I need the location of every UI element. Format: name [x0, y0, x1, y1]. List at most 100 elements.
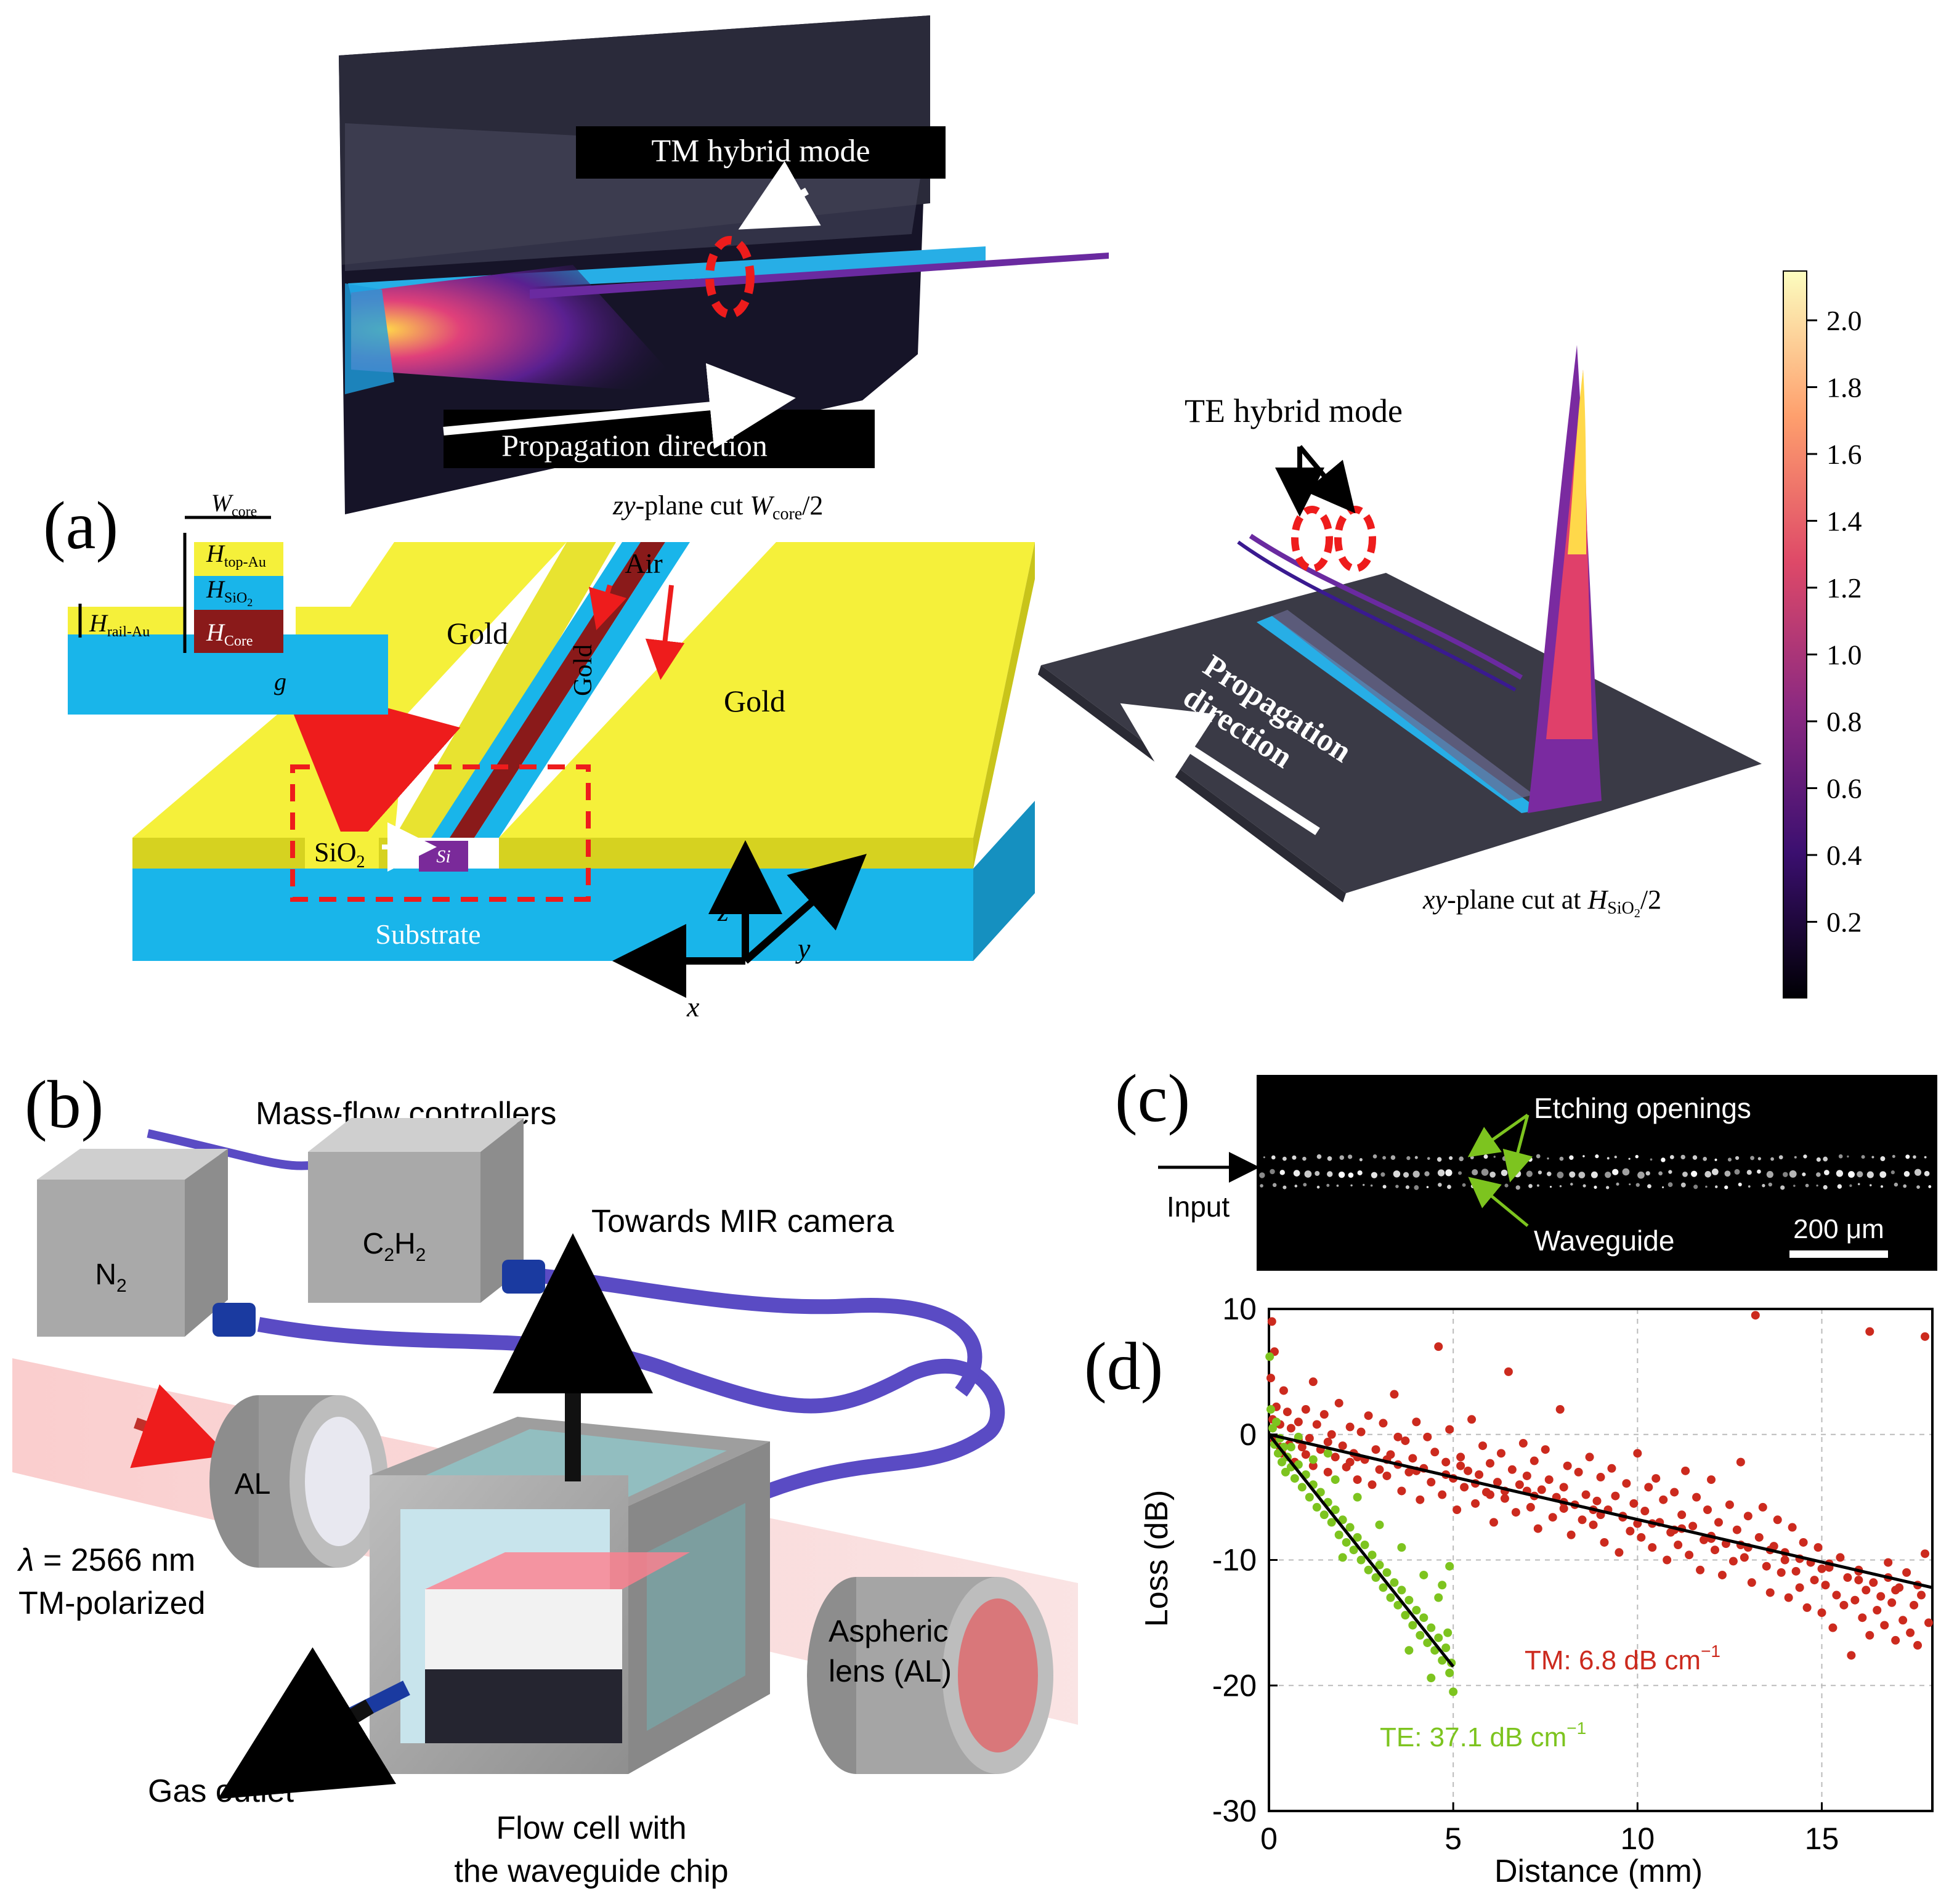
tm-point — [1924, 1618, 1934, 1627]
te-point — [1368, 1550, 1377, 1560]
micrograph-dot — [1569, 1171, 1576, 1178]
tm-point — [1464, 1466, 1473, 1475]
micrograph-dot — [1768, 1182, 1772, 1187]
tm-point — [1773, 1515, 1782, 1525]
tm-point — [1921, 1332, 1930, 1341]
te-point — [1331, 1505, 1340, 1514]
zoom-arrow — [279, 679, 461, 853]
tm-point — [1486, 1490, 1494, 1499]
tm-point — [1780, 1555, 1789, 1565]
tm-point — [1876, 1592, 1886, 1601]
te-point — [1408, 1621, 1417, 1630]
micrograph-dot — [1647, 1184, 1651, 1189]
tm-point — [1266, 1374, 1275, 1383]
micrograph-dot — [1372, 1154, 1377, 1159]
tm-point — [1522, 1471, 1531, 1480]
te-point — [1449, 1687, 1458, 1696]
tm-point — [1747, 1578, 1756, 1587]
waveguide-arrow — [1468, 1177, 1529, 1227]
micrograph-dot — [1438, 1183, 1442, 1187]
n2-controller: N2 — [37, 1149, 256, 1337]
micrograph-dot — [1272, 1183, 1277, 1188]
gas-outlet-arrow — [217, 1647, 397, 1799]
micrograph-dot — [1582, 1155, 1585, 1157]
micrograph-dot — [1715, 1185, 1718, 1188]
micrograph-dot — [1836, 1170, 1844, 1177]
micrograph-dot — [1515, 1185, 1520, 1190]
micrograph-dot — [1837, 1184, 1842, 1189]
te-point — [1277, 1457, 1286, 1467]
micrograph-dot — [1406, 1156, 1411, 1161]
tm-point — [1526, 1502, 1535, 1512]
tm-point — [1681, 1466, 1690, 1475]
tm-point — [1813, 1543, 1823, 1552]
tm-point — [1725, 1500, 1734, 1509]
micrograph-dot — [1470, 1184, 1475, 1189]
gold-rail-label: Gold — [569, 644, 598, 696]
micrograph-dot — [1582, 1184, 1586, 1188]
micrograph-dot — [1605, 1171, 1611, 1178]
tm-point — [1301, 1450, 1310, 1459]
micrograph-dot — [1857, 1183, 1860, 1186]
c2h2-connector — [502, 1260, 545, 1294]
panel-a-label: (a) — [43, 488, 118, 563]
tm-point — [1563, 1461, 1572, 1470]
tm-point — [1441, 1457, 1451, 1467]
micrograph-dot — [1493, 1183, 1499, 1189]
micrograph-dot — [1783, 1172, 1788, 1177]
tm-point — [1710, 1545, 1719, 1555]
colorbar-gradient — [1783, 270, 1807, 999]
tm-point — [1416, 1495, 1425, 1504]
micrograph-dot — [1513, 1170, 1522, 1178]
micrograph-dot — [1559, 1185, 1562, 1188]
h-core-label: HCore — [206, 618, 253, 649]
c2h2-label: C2H2 — [363, 1228, 426, 1265]
colorbar-tick-label: 1.0 — [1826, 639, 1862, 671]
micrograph-dot — [1693, 1185, 1698, 1189]
tm-point — [1390, 1390, 1399, 1399]
micrograph-dot — [1637, 1171, 1645, 1179]
n2-label: N2 — [95, 1258, 126, 1296]
micrograph-dot — [1789, 1170, 1797, 1178]
micrograph-dot — [1750, 1156, 1754, 1161]
air-arrow-1 — [588, 584, 627, 630]
te-point — [1416, 1631, 1425, 1640]
tm-point — [1596, 1473, 1605, 1482]
tm-point — [1648, 1543, 1657, 1552]
te-fit-label: TE: 37.1 dB cm−1 — [1380, 1719, 1586, 1752]
tm-point — [1267, 1317, 1276, 1326]
waveguide-structure: Si SiO2 Substrate Gold Gold Gold Air z y… — [132, 542, 1035, 1023]
micrograph-dot — [1727, 1157, 1732, 1162]
x-tick-label: 5 — [1445, 1821, 1462, 1856]
tm-point — [1740, 1553, 1749, 1562]
tm-point — [1659, 1495, 1668, 1504]
tm-point — [1862, 1586, 1871, 1595]
tm-point — [1397, 1486, 1406, 1496]
al-label: AL — [235, 1468, 271, 1501]
tm-point — [1379, 1419, 1388, 1428]
te-point — [1323, 1449, 1332, 1458]
etching-arrow-2 — [1502, 1114, 1533, 1183]
tm-point — [1788, 1523, 1797, 1532]
micrograph-dot — [1869, 1184, 1872, 1186]
colorbar-tick-label: 0.8 — [1826, 706, 1862, 737]
tm-point — [1323, 1437, 1332, 1446]
micrograph-dot — [1913, 1155, 1916, 1159]
y-tick-label: 10 — [1222, 1292, 1257, 1326]
te-mode-marker-1 — [1291, 506, 1333, 572]
micrograph-dot — [1547, 1171, 1552, 1177]
tm-point — [1279, 1386, 1288, 1395]
tm-point — [1637, 1533, 1646, 1542]
panel-b: (b) Mass-flow controllers N2 C2H2 AL — [12, 1067, 1078, 1889]
micrograph-dot — [1437, 1169, 1445, 1177]
y-tick-label: 0 — [1239, 1417, 1257, 1452]
micrograph-dot — [1348, 1154, 1353, 1159]
micrograph-dot — [1316, 1154, 1322, 1159]
tm-point — [1850, 1595, 1860, 1605]
air-arrow-2 — [645, 585, 685, 680]
micrograph-dot — [1924, 1156, 1927, 1159]
te-point — [1360, 1541, 1369, 1550]
colorbar-tick-label: 0.4 — [1826, 840, 1862, 871]
te-point — [1338, 1515, 1347, 1525]
tm-point — [1910, 1600, 1919, 1610]
